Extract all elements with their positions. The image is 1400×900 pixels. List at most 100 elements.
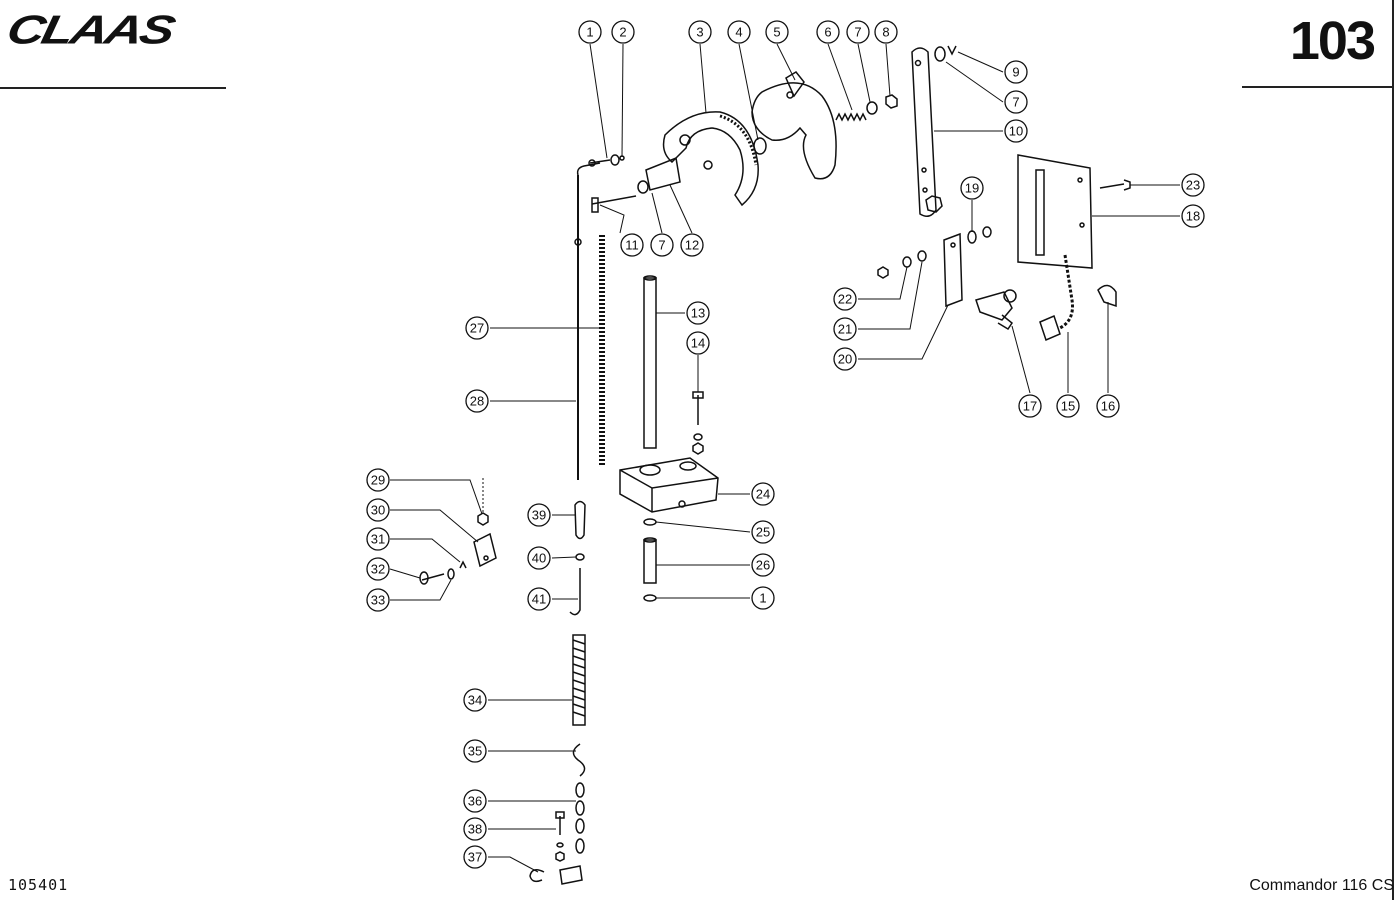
callout-19: 19 [960,176,984,200]
callout-label: 17 [1023,399,1037,414]
callout-40: 40 [527,546,551,570]
callout-label: 21 [838,322,852,337]
part-washer-4 [753,137,767,155]
part-rod-28 [574,162,601,480]
callout-20: 20 [833,347,857,371]
part-split-pin-9 [947,45,957,56]
callout-34: 34 [463,688,487,712]
callout-label: 37 [468,850,482,865]
callout-37: 37 [463,845,487,869]
callout-38: 38 [463,817,487,841]
drawing-code: 105401 [8,876,69,894]
callout-15: 15 [1056,394,1080,418]
callout-27: 27 [465,316,489,340]
callout-label: 7 [1012,95,1019,110]
callout-label: 8 [882,25,889,40]
callout-label: 34 [468,693,482,708]
part-washer-33 [447,568,455,580]
part-tube-13 [643,275,657,449]
callout-label: 27 [470,321,484,336]
callout-41: 41 [527,587,551,611]
callout-25: 25 [751,520,775,544]
callout-label: 40 [532,551,546,566]
part-lever-10 [911,47,943,217]
callout-21: 21 [833,317,857,341]
part-pin-26 [643,537,657,584]
part-washer-1-bottom [643,594,657,602]
callout-label: 4 [735,25,742,40]
callout-13: 13 [686,301,710,325]
callout-label: 36 [468,794,482,809]
callout-2: 2 [611,20,635,44]
callout-label: 33 [371,593,385,608]
callout-label: 22 [838,292,852,307]
callout-label: 24 [756,487,770,502]
part-nut-8 [885,94,898,109]
part-nut-29 [477,478,489,526]
callout-label: 12 [685,238,699,253]
model-name: Commandor 116 CS [1249,877,1394,894]
callout-label: 2 [619,25,626,40]
callout-label: 25 [756,525,770,540]
callout-10: 10 [1004,119,1028,143]
part-plate-18 [1017,154,1093,269]
callout-23: 23 [1181,173,1205,197]
callout-label: 23 [1186,178,1200,193]
part-screw-23 [1099,179,1131,191]
callout-35: 35 [463,739,487,763]
part-washer-25 [643,518,657,526]
header-rule-left [0,87,226,89]
part-spring-34 [572,634,586,726]
part-spring-6 [835,112,867,122]
part-hook-41 [569,568,581,616]
callout-9: 9 [1004,60,1028,84]
page-number: 103 [1289,11,1376,71]
part-toothed-segment [645,111,759,207]
callout-label: 41 [532,592,546,607]
callout-39: 39 [527,503,551,527]
callout-7: 7 [1004,90,1028,114]
part-washer-7-right [934,46,946,62]
callout-24: 24 [751,482,775,506]
callout-5: 5 [765,20,789,44]
callout-label: 5 [773,25,780,40]
callout-label: 32 [371,562,385,577]
part-circlip-37 [529,869,545,883]
callout-label: 29 [371,473,385,488]
part-fitting-17 [975,289,1017,331]
part-housing-24 [619,457,719,513]
callout-16: 16 [1096,394,1120,418]
callout-1: 1 [578,20,602,44]
callout-22: 22 [833,287,857,311]
callout-36: 36 [463,789,487,813]
part-clip-16 [1097,284,1117,308]
part-bracket-20 [943,232,963,308]
callout-label: 26 [756,558,770,573]
part-clevis-30 [473,532,497,568]
part-link-39 [574,500,586,540]
part-washer-7-lower [637,180,649,194]
callout-1: 1 [751,586,775,610]
callout-label: 39 [532,508,546,523]
callout-17: 17 [1018,394,1042,418]
callout-label: 28 [470,394,484,409]
callout-12: 12 [680,233,704,257]
callout-label: 7 [658,238,665,253]
callout-6: 6 [816,20,840,44]
part-hook-35 [572,743,586,777]
callout-7: 7 [846,20,870,44]
part-nut-22 [877,266,889,279]
callout-label: 38 [468,822,482,837]
callout-3: 3 [688,20,712,44]
part-bolt-11 [591,195,637,213]
callout-label: 6 [824,25,831,40]
callout-33: 33 [366,588,390,612]
part-pin-32 [419,571,445,585]
right-border-line [1392,0,1394,900]
leader-lines [389,43,1180,873]
callout-30: 30 [366,498,390,522]
part-washer-7-top [866,101,878,115]
